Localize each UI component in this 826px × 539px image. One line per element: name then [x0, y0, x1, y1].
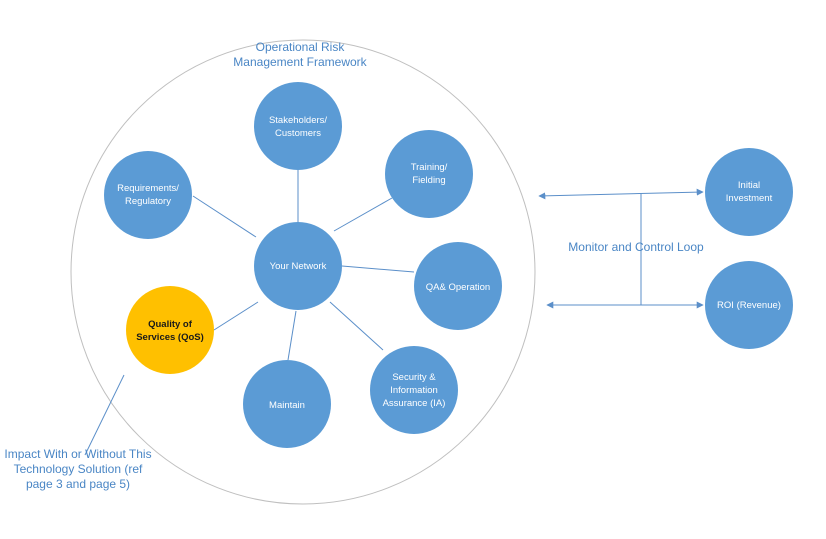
node-stakeholders-label-1: Stakeholders/	[269, 115, 327, 126]
control-loop	[538, 188, 704, 309]
hub-connectors	[192, 170, 415, 361]
node-investment-circle	[705, 148, 793, 236]
node-qos-label-1: Quality of	[148, 319, 193, 330]
node-maintain-label: Maintain	[269, 400, 305, 411]
node-roi-label: ROI (Revenue)	[717, 300, 781, 311]
node-security-label-2: Information	[390, 385, 438, 396]
node-requirements-label-1: Requirements/	[117, 183, 179, 194]
node-training-circle	[385, 130, 473, 218]
node-qos-label-2: Services (QoS)	[136, 332, 204, 343]
node-stakeholders-label-2: Customers	[275, 128, 321, 139]
framework-title-line2: Management Framework	[233, 55, 367, 69]
node-investment-label-2: Investment	[726, 193, 773, 204]
node-network-label: Your Network	[270, 261, 327, 272]
node-network: Your Network	[254, 222, 342, 310]
connector-requirements	[192, 195, 257, 238]
node-qa-label: QA& Operation	[426, 282, 490, 293]
node-investment-label-1: Initial	[738, 180, 760, 191]
node-investment: Initial Investment	[705, 148, 793, 236]
node-network-circle	[254, 222, 342, 310]
node-roi-circle	[705, 261, 793, 349]
node-security: Security & Information Assurance (IA)	[370, 346, 458, 434]
connector-security	[329, 301, 384, 351]
node-security-label-3: Assurance (IA)	[383, 398, 446, 409]
node-security-circle	[370, 346, 458, 434]
node-maintain: Maintain	[243, 360, 331, 448]
impact-line1: Impact With or Without This	[4, 447, 151, 461]
node-security-label-1: Security &	[392, 372, 436, 383]
node-requirements-label-2: Regulatory	[125, 196, 171, 207]
impact-line3: page 3 and page 5)	[26, 477, 130, 491]
node-maintain-circle	[243, 360, 331, 448]
node-qa: QA& Operation	[414, 242, 502, 330]
impact-callout-line	[84, 374, 125, 456]
impact-line2: Technology Solution (ref	[14, 462, 143, 476]
node-qos-circle	[126, 286, 214, 374]
connector-training	[333, 197, 393, 232]
loop-label: Monitor and Control Loop	[568, 240, 704, 254]
node-training-label-1: Training/	[411, 162, 448, 173]
connector-qa	[341, 265, 415, 273]
node-qa-circle	[414, 242, 502, 330]
node-roi: ROI (Revenue)	[705, 261, 793, 349]
node-stakeholders: Stakeholders/ Customers	[254, 82, 342, 170]
connector-maintain	[287, 310, 297, 361]
node-stakeholders-circle	[254, 82, 342, 170]
node-requirements-circle	[104, 151, 192, 239]
node-requirements: Requirements/ Regulatory	[104, 151, 192, 239]
connector-qos	[213, 301, 259, 331]
node-training: Training/ Fielding	[385, 130, 473, 218]
framework-title-line1: Operational Risk	[256, 40, 346, 54]
node-training-label-2: Fielding	[412, 175, 445, 186]
node-qos: Quality of Services (QoS)	[126, 286, 214, 374]
loop-arrow-investment	[538, 188, 704, 200]
